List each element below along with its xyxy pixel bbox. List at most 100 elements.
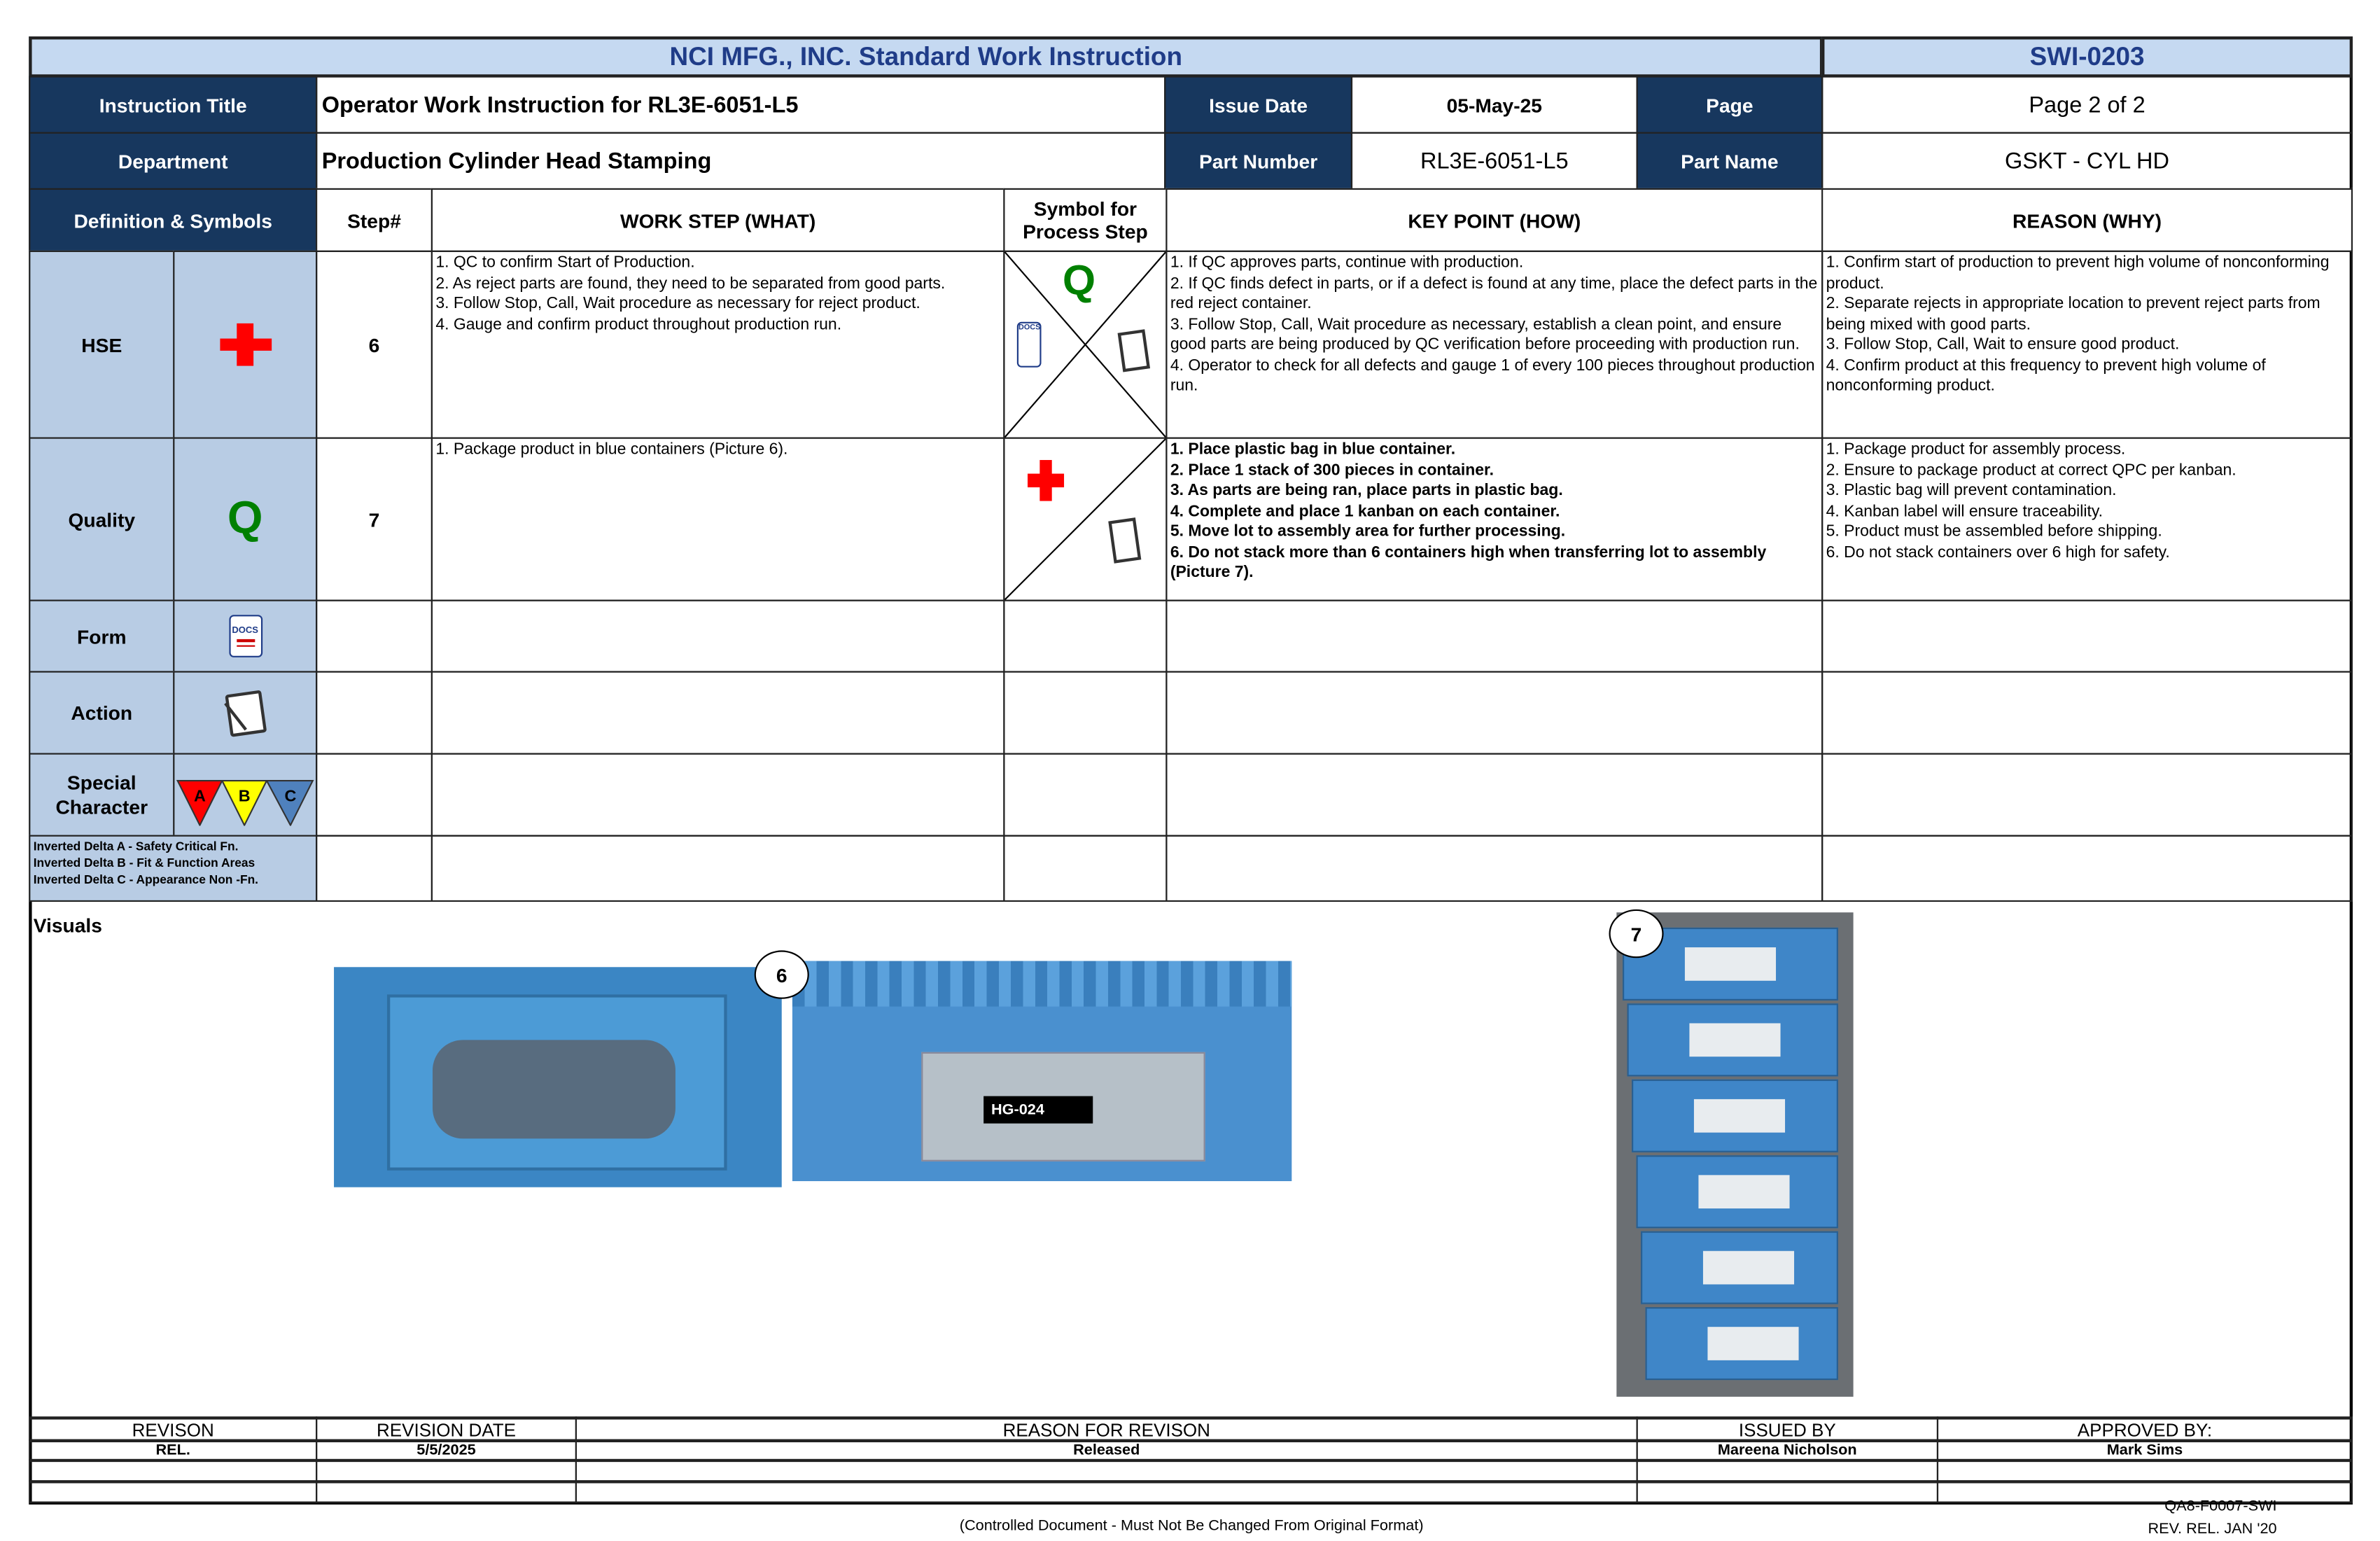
delta-c-letter: C xyxy=(285,786,297,804)
docs-icon-text: DOCS xyxy=(232,626,259,636)
empty-cell xyxy=(1166,671,1823,755)
part-name-label: Part Name xyxy=(1636,132,1823,190)
revision-cell: Mark Sims xyxy=(1936,1439,2353,1461)
action-clipboard-icon xyxy=(223,689,267,737)
empty-cell xyxy=(1821,599,2353,673)
part-name-value: GSKT - CYL HD xyxy=(1821,132,2353,190)
symbol-divider-line xyxy=(1004,438,1166,600)
page-value: Page 2 of 2 xyxy=(1821,76,2353,134)
part-number-value: RL3E-6051-L5 xyxy=(1350,132,1638,190)
stacked-container xyxy=(1627,1003,1838,1077)
form-symbol-cell: DOCS xyxy=(173,599,318,673)
revision-cell: Mareena Nicholson xyxy=(1636,1439,1939,1461)
delta-b-icon: B xyxy=(220,779,268,825)
revision-empty-cell xyxy=(575,1458,1638,1482)
plastic-bag-parts xyxy=(432,1040,676,1139)
delta-legend: Inverted Delta A - Safety Critical Fn.In… xyxy=(29,835,318,902)
delta-b-letter: B xyxy=(239,786,251,804)
revision-empty-cell xyxy=(1936,1480,2353,1503)
revision-header: REVISON xyxy=(29,1416,318,1441)
picture-7-number: 7 xyxy=(1609,909,1664,958)
work-line: 1. Package product in blue containers (P… xyxy=(435,440,788,459)
reason-line: 1. Package product for assembly process. xyxy=(1826,440,2126,459)
picture-6-number: 6 xyxy=(754,950,809,999)
delta-a-icon: A xyxy=(176,779,224,825)
empty-cell xyxy=(1821,671,2353,755)
revision-empty-cell xyxy=(316,1480,577,1503)
issue-date-label: Issue Date xyxy=(1164,76,1353,134)
empty-cell xyxy=(1166,753,1823,837)
form-docs-icon: DOCS xyxy=(1016,321,1042,368)
reason-header: REASON (WHY) xyxy=(1821,188,2353,252)
key-line: 5. Move lot to assembly area for further… xyxy=(1170,522,1566,541)
action-clipboard-icon xyxy=(1108,517,1142,564)
quality-q-icon: Q xyxy=(1062,256,1096,304)
action-clipboard-icon xyxy=(1117,329,1151,372)
reason-line: 3. Plastic bag will prevent contaminatio… xyxy=(1826,481,2117,500)
revision-empty-cell xyxy=(29,1458,318,1482)
empty-cell xyxy=(430,671,1005,755)
page-label: Page xyxy=(1636,76,1823,134)
empty-cell xyxy=(1821,835,2353,902)
delta-legend-c: Inverted Delta C - Appearance Non -Fn. xyxy=(33,872,259,887)
reason-line: 1. Confirm start of production to preven… xyxy=(1826,253,2330,293)
work-step-header: WORK STEP (WHAT) xyxy=(430,188,1005,252)
reason-line: 4. Kanban label will ensure traceability… xyxy=(1826,501,2104,520)
work-line: 1. QC to confirm Start of Production. xyxy=(435,253,695,272)
picture-6-container-bag xyxy=(334,967,782,1187)
revision-cell: REL. xyxy=(29,1439,318,1461)
special-character-label: Special Character xyxy=(29,753,175,837)
instruction-title-label: Instruction Title xyxy=(29,76,318,134)
revision-cell: 5/5/2025 xyxy=(316,1439,577,1461)
quality-label: Quality xyxy=(29,437,175,601)
revision-empty-cell xyxy=(1636,1480,1939,1503)
delta-c-icon: C xyxy=(265,779,314,825)
empty-cell xyxy=(430,753,1005,837)
symbol-cell-7 xyxy=(1003,437,1168,601)
revision-header: REASON FOR REVISON xyxy=(575,1416,1638,1441)
key-line: 1. If QC approves parts, continue with p… xyxy=(1170,253,1524,272)
work-line: 4. Gauge and confirm product throughout … xyxy=(435,314,842,333)
form-revision: REV. REL. JAN '20 xyxy=(2148,1521,2277,1538)
empty-cell xyxy=(1821,753,2353,837)
form-docs-icon: DOCS xyxy=(228,615,262,657)
instruction-title-value: Operator Work Instruction for RL3E-6051-… xyxy=(316,76,1166,134)
controlled-document-notice: (Controlled Document - Must Not Be Chang… xyxy=(959,1518,1424,1535)
stacked-container xyxy=(1623,927,1838,1000)
document-id: SWI-0203 xyxy=(1821,36,2353,78)
hse-cross-icon xyxy=(1028,460,1065,501)
work-line: 3. Follow Stop, Call, Wait procedure as … xyxy=(435,294,920,313)
stacked-container xyxy=(1641,1231,1838,1304)
key-point-6: 1. If QC approves parts, continue with p… xyxy=(1166,250,1823,439)
visuals-label: Visuals xyxy=(33,914,102,937)
step-number-7: 7 xyxy=(316,437,433,601)
reason-line: 4. Confirm product at this frequency to … xyxy=(1826,356,2266,395)
special-character-cell: A B C xyxy=(173,753,318,837)
key-line: 1. Place plastic bag in blue container. xyxy=(1170,440,1456,459)
key-line: 3. Follow Stop, Call, Wait procedure as … xyxy=(1170,314,1800,354)
reason-line: 5. Product must be assembled before ship… xyxy=(1826,522,2162,541)
symbol-header: Symbol for Process Step xyxy=(1003,188,1168,252)
empty-cell xyxy=(1003,599,1168,673)
picture-7-stacked-containers xyxy=(1616,912,1854,1397)
revision-empty-cell xyxy=(575,1480,1638,1503)
revision-empty-cell xyxy=(29,1480,318,1503)
hse-cross-icon xyxy=(219,323,272,366)
part-number-label: Part Number xyxy=(1164,132,1353,190)
delta-legend-b: Inverted Delta B - Fit & Function Areas xyxy=(33,856,255,870)
revision-empty-cell xyxy=(316,1458,577,1482)
definitions-header: Definition & Symbols xyxy=(29,188,318,252)
department-label: Department xyxy=(29,132,318,190)
stacked-container xyxy=(1636,1155,1838,1229)
delta-a-letter: A xyxy=(194,786,206,804)
key-point-7: 1. Place plastic bag in blue container. 2… xyxy=(1166,437,1823,601)
empty-cell xyxy=(430,835,1005,902)
revision-cell: Released xyxy=(575,1439,1638,1461)
stacked-container xyxy=(1632,1079,1838,1152)
reason-line: 2. Separate rejects in appropriate locat… xyxy=(1826,294,2320,333)
reason-line: 6. Do not stack containers over 6 high f… xyxy=(1826,543,2170,562)
key-line: 2. Place 1 stack of 300 pieces in contai… xyxy=(1170,461,1494,480)
key-line: 6. Do not stack more than 6 containers h… xyxy=(1170,543,1767,582)
hse-label: HSE xyxy=(29,250,175,439)
revision-header: ISSUED BY xyxy=(1636,1416,1939,1441)
